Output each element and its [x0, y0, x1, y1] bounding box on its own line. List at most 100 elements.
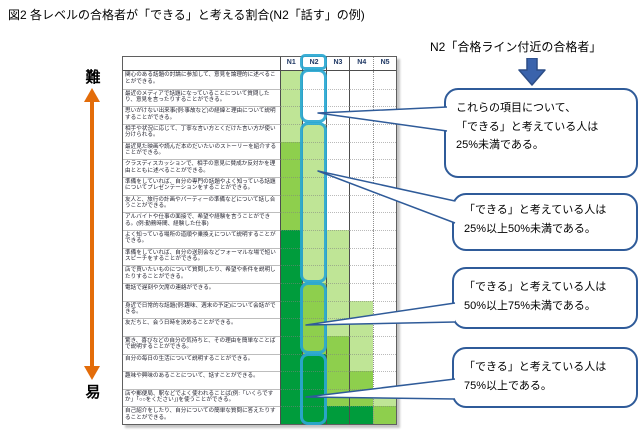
callout-text-line: 25%以上50%未満である。: [464, 222, 596, 235]
bar-cell-n2: [301, 388, 326, 407]
cando-statement: 友だちと、会う日時を決めることができる。: [123, 318, 280, 336]
bar-cell-n2: [301, 406, 326, 425]
header-n2: N2: [301, 57, 326, 70]
cando-rows: 関心のある話題の討論に参加して、意見を論理的に述べることができる。最近のメディア…: [123, 71, 396, 425]
bar-cell-n5: [373, 353, 396, 372]
bar-cell-n5: [373, 282, 396, 301]
bar-cell-n5: [373, 123, 396, 142]
table-row: 店や郵便局、駅などでよく使われることば(例:「いくらですか」「○○をください」)…: [123, 388, 396, 407]
table-row: 準備をしていれば、自分の専門の話題やよく知っている話題についてプレゼンテーション…: [123, 176, 396, 195]
bar-cell-n2: [301, 335, 326, 354]
bar-cell-n2: [301, 106, 326, 124]
cando-statement: 趣味や興味のあることについて、話すことができる。: [123, 371, 280, 389]
bar-cell-n1: [279, 194, 302, 213]
cando-statement: 相手や状況に応じて、丁寧な言い方とくだけた言い方が使い分けられる。: [123, 123, 280, 142]
cando-statement: 自己紹介をしたり、自分についての簡単な質問に答えたりすることができる。: [123, 406, 280, 424]
bar-cell-n3: [325, 212, 350, 230]
bar-cell-n3: [325, 353, 350, 372]
bar-cell-n4: [349, 353, 374, 372]
bar-cell-n4: [349, 141, 374, 160]
cando-statement: 準備をしていれば、自分の送別会などフォーマルな場で短いスピーチをすることができる…: [123, 247, 280, 266]
bar-cell-n1: [279, 106, 302, 124]
bar-cell-n1: [279, 406, 302, 425]
bar-cell-n1: [279, 176, 302, 195]
cando-statement: 店で買いたいものについて質問したり、希望や条件を説明したりすることができる。: [123, 265, 280, 283]
bar-cell-n1: [279, 141, 302, 160]
header-n1: N1: [279, 57, 302, 70]
header-n4: N4: [349, 57, 373, 70]
bar-cell-n1: [279, 265, 302, 283]
bar-cell-n3: [325, 335, 350, 354]
difficulty-double-arrow-icon: [84, 88, 100, 380]
table-row: 関心のある話題の討論に参加して、意見を論理的に述べることができる。: [123, 71, 396, 89]
callout-text-line: 「できる」と考えている人は: [464, 281, 607, 293]
figure-title: 図2 各レベルの合格者が「できる」と考える割合(N2「話す」の例): [8, 8, 365, 22]
bar-cell-n4: [349, 71, 374, 89]
cando-statement: 最近のメディアで話題になっていることについて質問したり、意見を言ったりすることが…: [123, 88, 280, 107]
callout-text-line: 75%以上である。: [464, 379, 552, 392]
bar-cell-n4: [349, 300, 374, 319]
bar-cell-n5: [373, 300, 396, 319]
table-row: 相手や状況に応じて、丁寧な言い方とくだけた言い方が使い分けられる。: [123, 123, 396, 142]
table-row: 店で買いたいものについて質問したり、希望や条件を説明したりすることができる。: [123, 265, 396, 283]
bar-cell-n4: [349, 371, 374, 389]
bar-cell-n3: [325, 106, 350, 124]
bar-cell-n5: [373, 247, 396, 266]
bar-cell-n5: [373, 229, 396, 248]
bar-cell-n3: [325, 141, 350, 160]
bar-cell-n4: [349, 388, 374, 407]
bar-cell-n3: [325, 406, 350, 425]
bar-cell-n5: [373, 318, 396, 336]
bar-cell-n3: [325, 388, 350, 407]
table-row: 自分の毎日の生活について説明することができる。: [123, 353, 396, 372]
table-row: 身近で日常的な話題(例:趣味、週末の予定)について会話ができる。: [123, 300, 396, 319]
bar-cell-n2: [301, 318, 326, 336]
bar-cell-n5: [373, 371, 396, 389]
cando-statement: 関心のある話題の討論に参加して、意見を論理的に述べることができる。: [125, 72, 276, 85]
bar-cell-n2: [301, 247, 326, 266]
bar-cell-n3: [325, 71, 350, 89]
bar-cell-n5: [373, 106, 396, 124]
bar-cell-n1: [279, 300, 302, 319]
bar-cell-n3: [325, 229, 350, 248]
table-row: 最近のメディアで話題になっていることについて質問したり、意見を言ったりすることが…: [123, 88, 396, 107]
cando-statement: クラスディスカッションで、相手の意見に賛成か反対かを理由とともに述べることができ…: [123, 159, 280, 177]
bar-cell-n4: [349, 247, 374, 266]
bar-cell-n2: [301, 159, 326, 177]
bar-cell-n5: [373, 335, 396, 354]
header-statement-column: [123, 57, 280, 70]
bar-cell-n4: [349, 88, 374, 107]
bar-cell-n2: [301, 141, 326, 160]
callout-bubble: 「できる」と考えている人は 75%以上である。: [452, 347, 638, 408]
bar-cell-n4: [349, 212, 374, 230]
cando-statement: アルバイトや仕事の面接で、希望や経験を言うことができる。(例:勤務時間、経験した…: [123, 212, 280, 230]
bar-cell-n5: [373, 388, 396, 407]
bar-cell-n5: [373, 176, 396, 195]
table-row: 友だちと、会う日時を決めることができる。: [123, 318, 396, 336]
cando-statement: 店や郵便局、駅などでよく使われることば(例:「いくらですか」「○○をください」)…: [123, 388, 280, 407]
callout-text-line: 「できる」と考えている人は: [464, 361, 607, 373]
cando-statement: 友人と、旅行の計画やパーティーの準備などについて話し合うことができる。: [123, 194, 280, 213]
bar-cell-n5: [373, 71, 396, 89]
bar-cell-n2: [301, 229, 326, 248]
bar-cell-n4: [349, 159, 374, 177]
table-row: 準備をしていれば、自分の送別会などフォーマルな場で短いスピーチをすることができる…: [123, 247, 396, 266]
bar-cell-n1: [279, 282, 302, 301]
bar-cell-n1: [279, 88, 302, 107]
callout-text-line: 50%以上75%未満である。: [464, 299, 596, 312]
cando-statement: 電話で遅刻や欠席の連絡ができる。: [123, 282, 280, 301]
bar-cell-n1: [279, 71, 302, 89]
n2-passer-label: N2「合格ライン付近の合格者」: [430, 40, 602, 54]
cando-statement: よく知っている場所の道順や乗換えについて説明することができる。: [123, 229, 280, 248]
table-row: 趣味や興味のあることについて、話すことができる。: [123, 371, 396, 389]
bar-cell-n2: [301, 353, 326, 372]
table-row: 自己紹介をしたり、自分についての簡単な質問に答えたりすることができる。: [123, 406, 396, 425]
cando-table: N1 N2 N3 N4 N5 関心のある話題の討論に参加して、意見を論理的に述べ…: [122, 56, 397, 425]
table-row: 驚き、喜びなどの自分の気持ちと、その理由を簡単なことばで説明することができる。: [123, 335, 396, 354]
bar-cell-n4: [349, 282, 374, 301]
bar-cell-n1: [279, 123, 302, 142]
header-n5: N5: [373, 57, 396, 70]
bar-cell-n5: [373, 406, 396, 425]
